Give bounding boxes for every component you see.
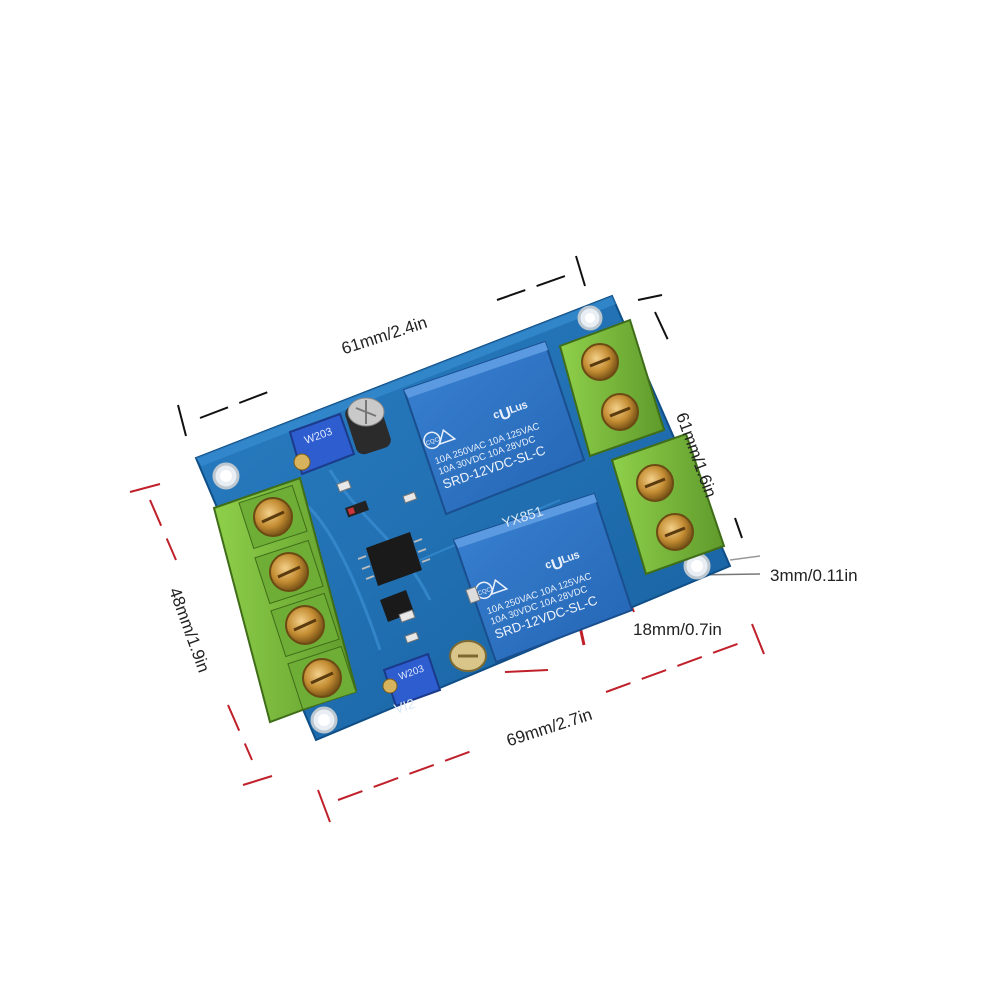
mounting-hole — [310, 706, 338, 734]
warning-triangle-icon — [438, 428, 457, 446]
potentiometer-top: W203 — [288, 412, 356, 476]
capacitor-bottom — [449, 640, 487, 672]
screw-terminal-7 — [636, 464, 674, 502]
right-terminal-block-bottom — [610, 432, 726, 576]
screw-terminal-3 — [270, 592, 340, 658]
smd-components — [336, 479, 481, 644]
dimension-lines — [129, 255, 765, 823]
board-designator: VI2 — [392, 695, 417, 717]
screw-terminal-4 — [287, 645, 357, 711]
screw-terminal-6 — [601, 393, 639, 431]
screw-terminal-8 — [656, 513, 694, 551]
mounting-hole — [577, 305, 603, 331]
screw-terminal-2 — [254, 539, 324, 605]
svg-text:CQC: CQC — [425, 437, 440, 447]
right-terminal-block-top — [558, 318, 666, 458]
screw-terminal-5 — [581, 343, 619, 381]
relay-bottom: CQC ᶜUᴸᵘˢ 10A 250VAC 10A 125VAC 10A 30VD… — [452, 492, 634, 664]
capacitor-top — [345, 397, 391, 455]
potentiometer-bottom: W203 — [382, 652, 442, 708]
svg-text:CQC: CQC — [477, 587, 492, 597]
dimension-label-terminal-gap: 18mm/0.7in — [633, 620, 722, 639]
warning-triangle-icon — [490, 578, 509, 596]
cqc-logo-icon — [423, 431, 441, 450]
relay-top: CQC ᶜUᴸᵘˢ 10A 250VAC 10A 125VAC 10A 30VD… — [402, 340, 586, 516]
dimension-label-hole-offset: 3mm/0.11in — [770, 566, 858, 585]
left-terminal-block — [212, 476, 358, 724]
screw-terminal-1 — [238, 484, 308, 550]
mounting-hole — [212, 462, 240, 490]
ic-chip — [357, 532, 431, 586]
